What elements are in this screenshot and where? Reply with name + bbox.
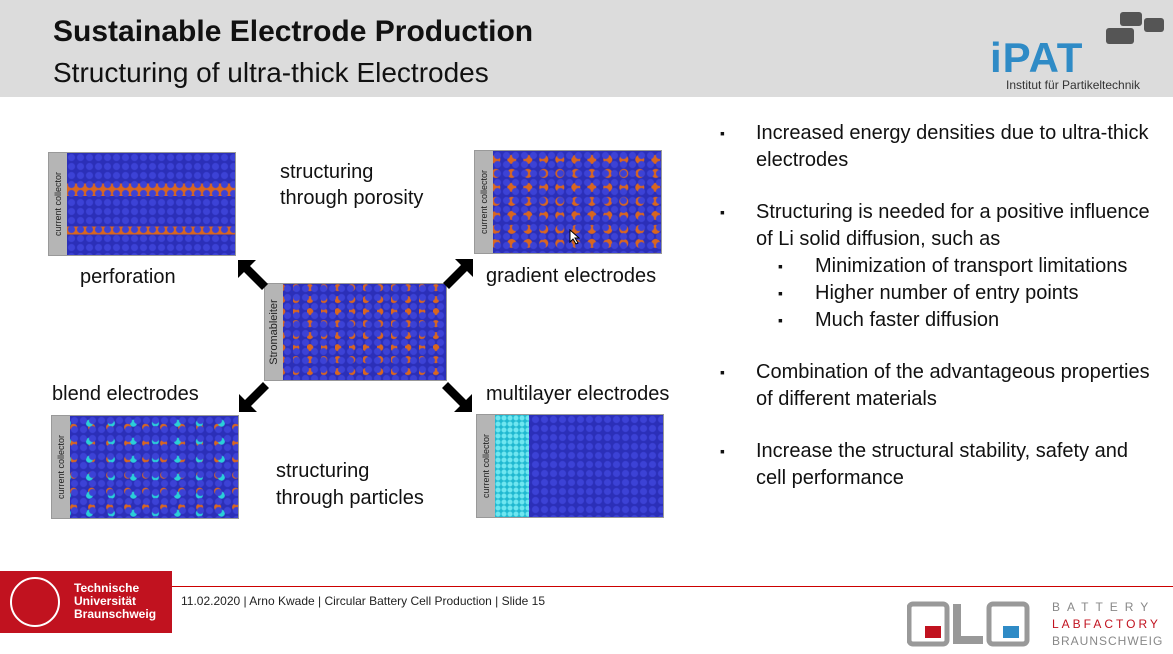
arrow-up-right-icon	[443, 259, 473, 289]
label-structuring-particles-2: through particles	[276, 487, 424, 509]
blend-image: current collector	[51, 415, 239, 519]
footer-divider	[0, 586, 1173, 587]
blb-logo: BATTERY LABFACTORY BRAUNSCHWEIG	[907, 596, 1171, 652]
ipat-logo-word: iPAT	[990, 34, 1084, 81]
arrow-down-left-icon	[239, 382, 269, 412]
label-blend: blend electrodes	[52, 383, 199, 405]
slide-subtitle: Structuring of ultra-thick Electrodes	[53, 57, 489, 88]
arrow-up-left-icon	[238, 260, 268, 290]
blb-logo-mark	[907, 601, 1030, 647]
university-seal-icon	[10, 577, 60, 627]
bullet-item: Structuring is needed for a positive inf…	[712, 199, 1162, 253]
base-electrode-image: Stromableiter	[264, 283, 447, 381]
university-name-1: Technische	[74, 581, 140, 595]
perforation-image: current collector	[48, 152, 236, 256]
label-structuring-porosity-1: structuring	[280, 161, 374, 183]
university-name-2: Universität	[74, 594, 137, 608]
current-collector: current collector	[475, 151, 493, 253]
label-multilayer: multilayer electrodes	[486, 383, 670, 405]
bullet-list: Increased energy densities due to ultra-…	[712, 120, 1162, 506]
current-collector: current collector	[49, 153, 67, 255]
current-collector: current collector	[477, 415, 495, 517]
current-collector: current collector	[52, 416, 70, 518]
university-name-3: Braunschweig	[74, 607, 157, 621]
label-perforation: perforation	[80, 266, 176, 288]
blb-labfactory: LABFACTORY	[1052, 617, 1161, 631]
arrow-down-right-icon	[442, 382, 472, 412]
ipat-logo: iPAT Institut für Partikeltechnik	[982, 8, 1168, 92]
bullet-item: Increase the structural stability, safet…	[712, 438, 1162, 492]
label-structuring-particles-1: structuring	[276, 460, 370, 482]
multilayer-image: current collector	[476, 414, 664, 518]
label-structuring-porosity-2: through porosity	[280, 187, 424, 209]
blb-battery: BATTERY	[1052, 600, 1156, 614]
sub-bullet-item: Much faster diffusion	[712, 307, 1162, 334]
current-collector: Stromableiter	[265, 284, 283, 380]
sub-bullet-item: Minimization of transport limitations	[712, 253, 1162, 280]
tu-braunschweig-logo: Technische Universität Braunschweig	[0, 571, 172, 633]
label-gradient: gradient electrodes	[486, 265, 657, 287]
sub-bullet-item: Higher number of entry points	[712, 280, 1162, 307]
mouse-cursor-icon	[569, 229, 581, 245]
bullet-item: Increased energy densities due to ultra-…	[712, 120, 1162, 174]
slide-title: Sustainable Electrode Production	[53, 15, 534, 48]
footer-text: 11.02.2020 | Arno Kwade | Circular Batte…	[181, 594, 545, 608]
slide-header	[0, 0, 1173, 97]
gradient-image: current collector	[474, 150, 662, 254]
blb-braunschweig: BRAUNSCHWEIG	[1052, 634, 1164, 648]
ipat-institute: Institut für Partikeltechnik	[1006, 78, 1141, 92]
bullet-item: Combination of the advantageous properti…	[712, 359, 1162, 413]
cathode-layer	[495, 415, 529, 517]
